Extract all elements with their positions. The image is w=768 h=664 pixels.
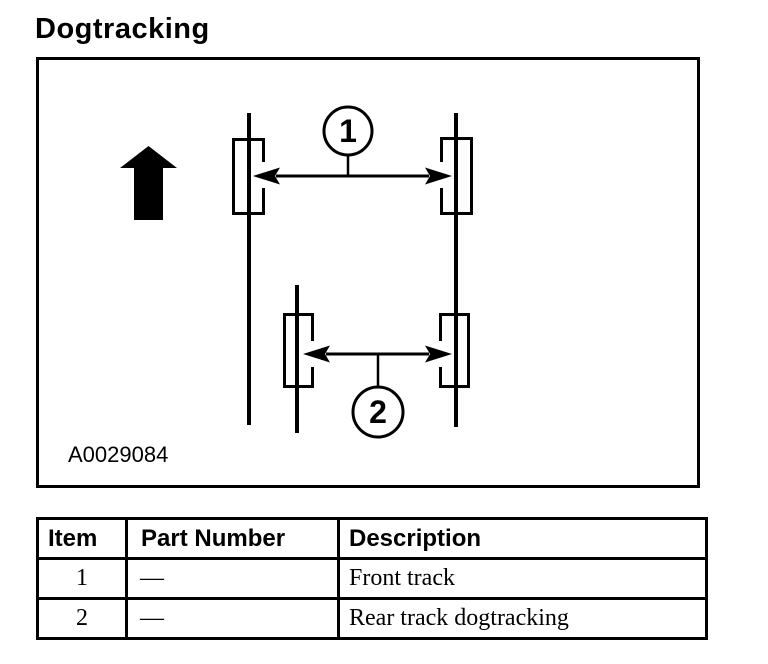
page-title: Dogtracking [35, 13, 210, 45]
callout-1-circle [322, 105, 374, 157]
parts-table: Item Part Number Description 1 — Front t… [36, 517, 708, 640]
wheel-front-right [440, 137, 473, 215]
wheel-rear-left [283, 313, 314, 388]
part-number-cell: — [125, 597, 340, 640]
rear-track-arrowhead-left [303, 345, 330, 363]
callout-1-number: 1 [339, 113, 357, 149]
front-track-arrow [253, 167, 452, 185]
wheel-rear-right [439, 313, 470, 388]
callout-2-number: 2 [369, 394, 387, 430]
figure-id: A0029084 [68, 442, 168, 467]
rear-track-arrowhead-right [425, 345, 452, 363]
description-cell: Front track [337, 557, 708, 600]
table-row: 1 — Front track [36, 557, 708, 600]
wheel-front-left [232, 138, 265, 215]
front-track-arrowhead-right [425, 167, 452, 185]
figure-frame: 1 2 A0029084 [36, 57, 700, 488]
dogtracking-diagram: 1 2 A0029084 [68, 105, 473, 467]
header-description: Description [337, 517, 708, 560]
header-item: Item [36, 517, 128, 560]
callout-2-circle [351, 385, 405, 439]
table-header-row: Item Part Number Description [36, 517, 708, 560]
description-cell: Rear track dogtracking [337, 597, 708, 640]
table-row: 2 — Rear track dogtracking [36, 597, 708, 640]
part-number-cell: — [125, 557, 340, 600]
item-cell: 1 [36, 557, 128, 600]
header-part-number: Part Number [125, 517, 340, 560]
up-arrow-icon [120, 146, 177, 220]
item-cell: 2 [36, 597, 128, 640]
front-track-arrowhead-left [253, 167, 280, 185]
